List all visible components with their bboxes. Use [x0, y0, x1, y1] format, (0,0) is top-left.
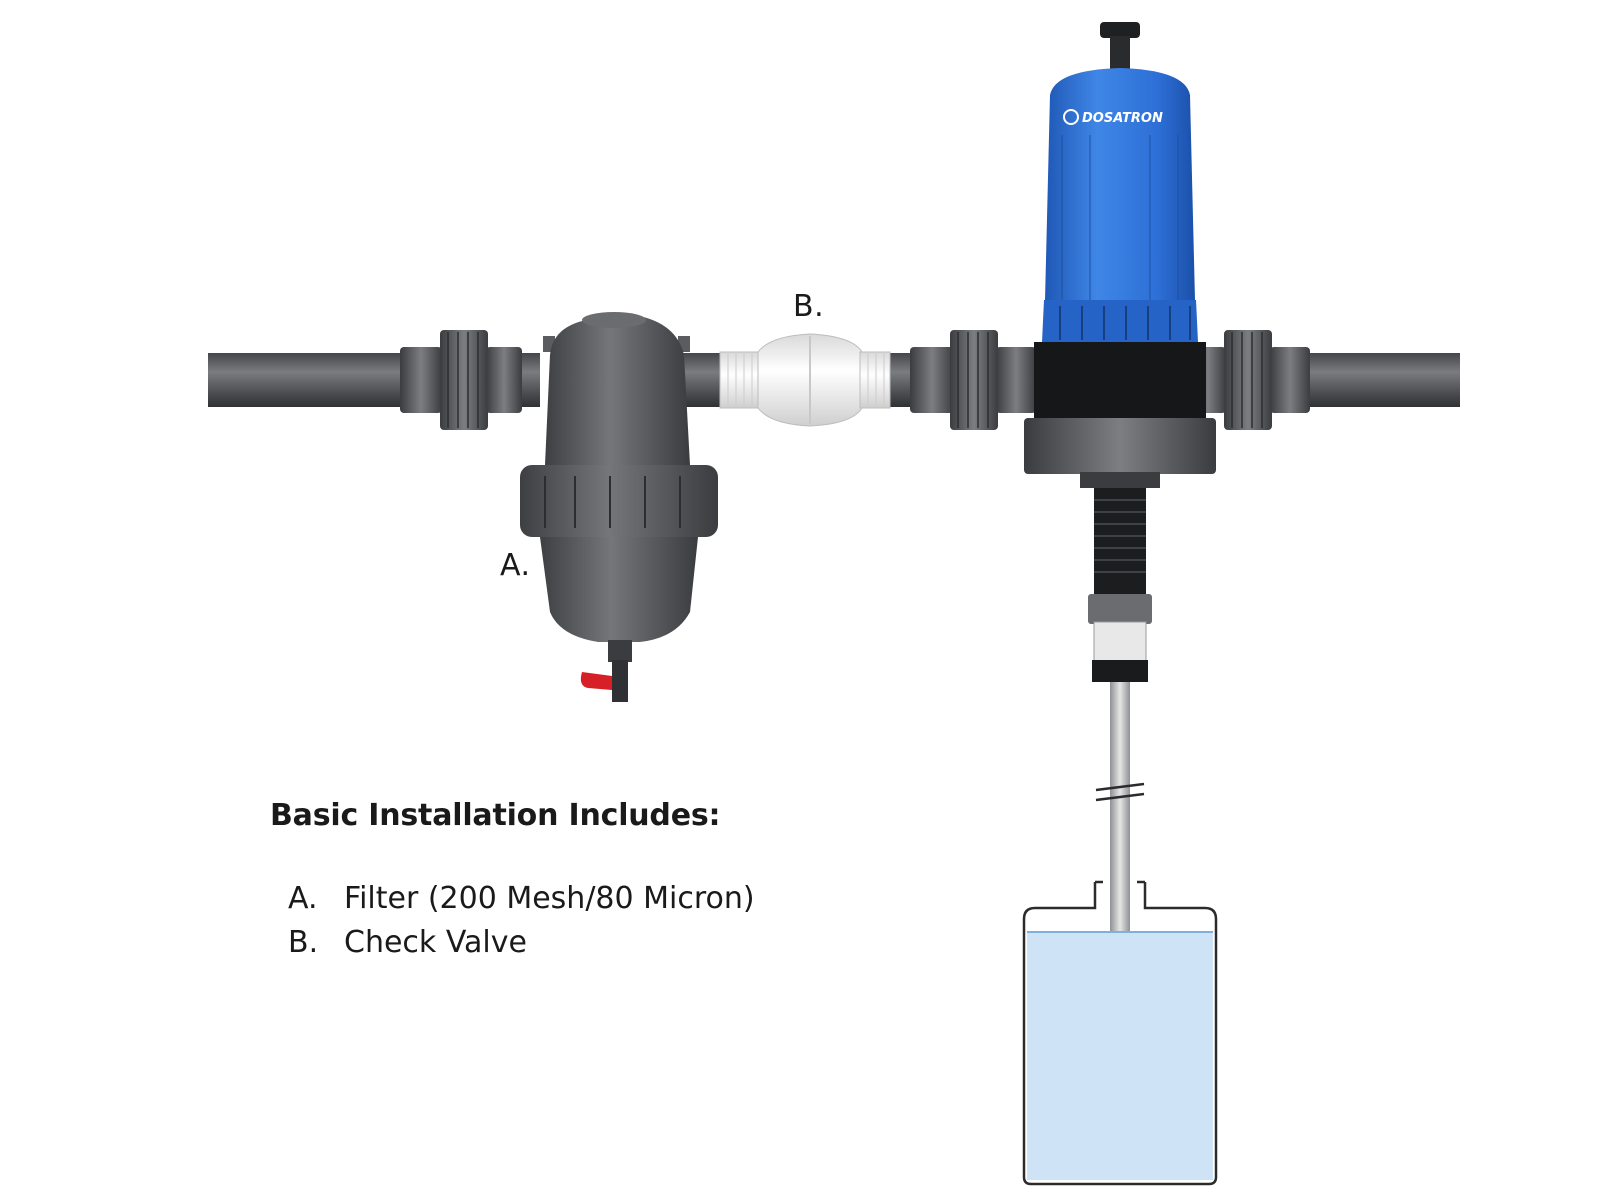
legend-item: B. Check Valve: [288, 921, 755, 965]
svg-text:DOSATRON: DOSATRON: [1082, 111, 1163, 126]
union-fitting-left: [400, 330, 522, 430]
legend: Basic Installation Includes: A. Filter (…: [270, 798, 755, 965]
filter-housing: [520, 312, 718, 702]
legend-title: Basic Installation Includes:: [270, 798, 721, 833]
dosatron-injector: [1024, 22, 1216, 682]
chemical-tank: [1022, 880, 1218, 1186]
union-fitting-middle: [910, 330, 1036, 430]
union-fitting-right: [1190, 330, 1310, 430]
drain-valve-handle: [580, 672, 627, 691]
legend-item: A. Filter (200 Mesh/80 Micron): [288, 877, 755, 921]
callout-label-filter: A.: [500, 548, 531, 583]
legend-item-label: Check Valve: [344, 925, 527, 960]
legend-item-key: A.: [288, 881, 318, 916]
callout-label-check-valve: B.: [793, 289, 825, 324]
check-valve: [719, 333, 891, 427]
dosatron-logo: DOSATRON: [1063, 109, 1163, 126]
legend-item-label: Filter (200 Mesh/80 Micron): [344, 881, 755, 916]
legend-item-key: B.: [288, 925, 319, 960]
